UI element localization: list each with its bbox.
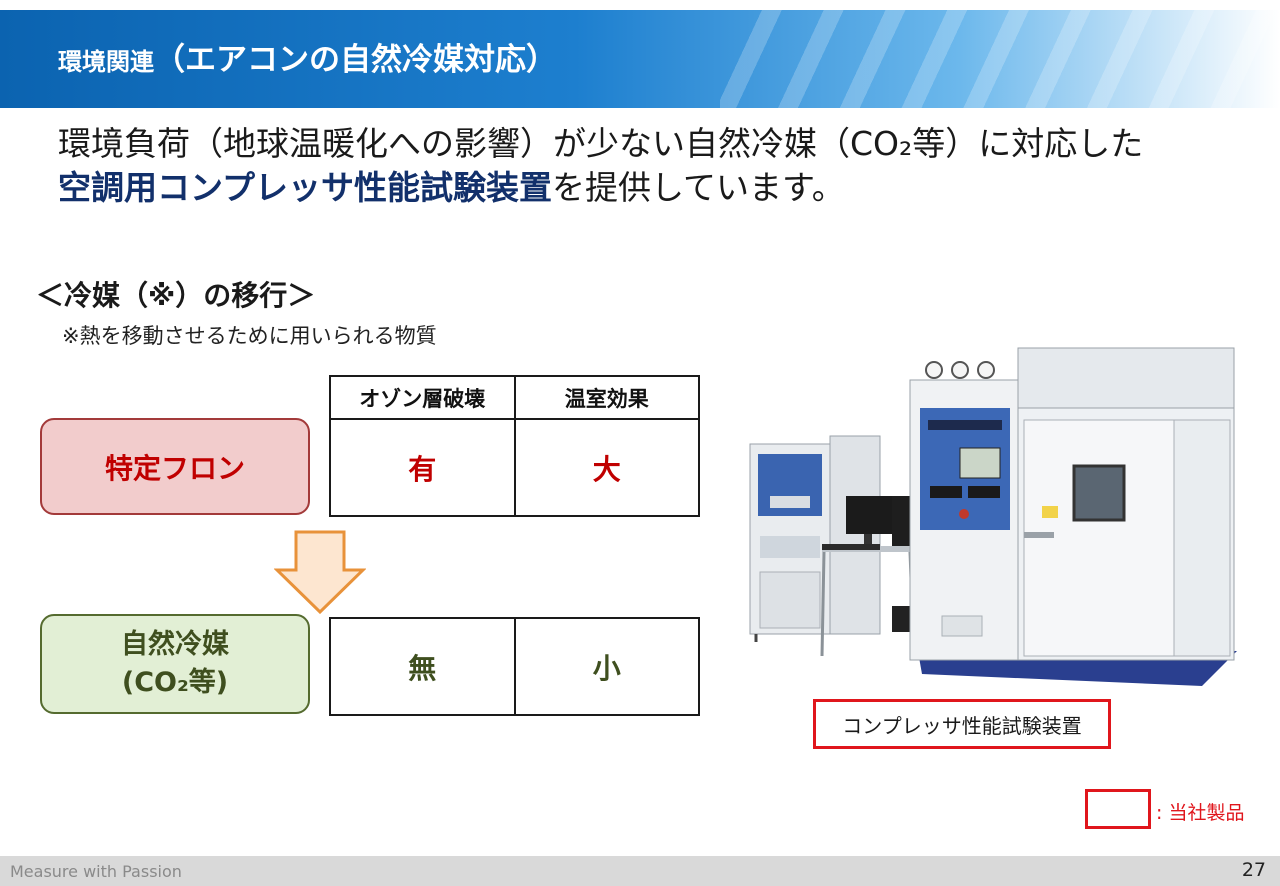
natural-ozone-value: 無 <box>329 617 516 716</box>
slide-footer: Measure with Passion 27 <box>0 856 1280 886</box>
natural-label-line-2: (CO₂等) <box>121 667 229 698</box>
natural-refrigerant-box: 自然冷媒 (CO₂等) <box>40 614 310 714</box>
photo-caption: コンプレッサ性能試験装置 <box>813 699 1111 749</box>
compressor-tester-photo <box>749 347 1237 686</box>
header-stripes <box>720 10 1280 108</box>
company-product-legend-label: : 当社製品 <box>1156 802 1245 824</box>
title-main: （エアコンの自然冷媒対応） <box>154 42 557 78</box>
lead-line-2-rest: を提供しています。 <box>552 168 845 207</box>
natural-comparison-table: 無 小 <box>329 617 700 716</box>
header-ozone: オゾン層破壊 <box>329 375 516 420</box>
title-prefix: 環境関連 <box>58 48 154 76</box>
natural-label-line-1: 自然冷媒 <box>121 629 229 660</box>
slide-header: 環境関連（エアコンの自然冷媒対応） <box>0 10 1280 108</box>
company-product-legend-box <box>1085 789 1151 829</box>
freon-ozone-value: 有 <box>329 418 516 517</box>
header-greenhouse: 温室効果 <box>513 375 700 420</box>
table-header-row: オゾン層破壊 温室効果 <box>329 375 700 420</box>
table-row: 有 大 <box>329 418 700 517</box>
freon-box: 特定フロン <box>40 418 310 515</box>
page-number: 27 <box>1241 859 1266 881</box>
footer-brand: Measure with Passion <box>10 862 182 881</box>
arrow-down-icon <box>274 530 366 614</box>
slide-title: 環境関連（エアコンの自然冷媒対応） <box>58 34 557 79</box>
table-row: 無 小 <box>329 617 700 716</box>
lead-text: 環境負荷（地球温暖化への影響）が少ない自然冷媒（CO₂等）に対応した 空調用コン… <box>58 122 1143 210</box>
lead-line-1: 環境負荷（地球温暖化への影響）が少ない自然冷媒（CO₂等）に対応した <box>58 124 1144 163</box>
section-note: ※熱を移動させるために用いられる物質 <box>62 324 437 348</box>
section-title: ＜冷媒（※）の移行＞ <box>36 279 316 312</box>
lead-line-2: 空調用コンプレッサ性能試験装置を提供しています。 <box>58 166 1143 210</box>
freon-comparison-table: オゾン層破壊 温室効果 有 大 <box>329 375 700 517</box>
freon-label: 特定フロン <box>104 451 245 485</box>
lead-emphasis: 空調用コンプレッサ性能試験装置 <box>58 168 553 207</box>
natural-greenhouse-value: 小 <box>513 617 700 716</box>
freon-greenhouse-value: 大 <box>513 418 700 517</box>
